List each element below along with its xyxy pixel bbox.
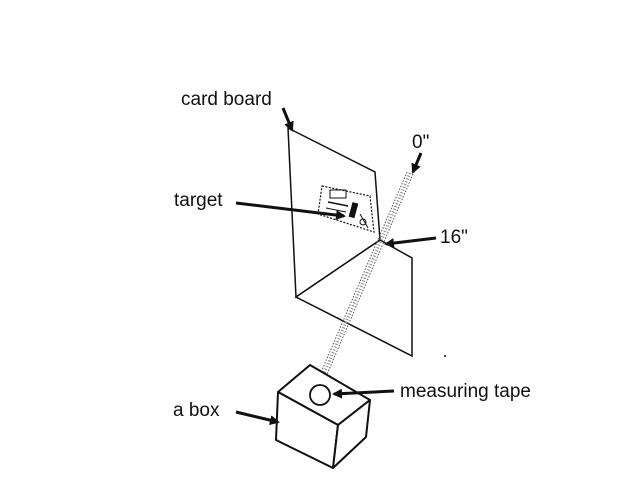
tape-center [317,172,412,386]
cardboard [287,126,413,358]
target-label: target [174,190,223,211]
stray-dot [444,355,446,357]
tape-edge-left [315,171,408,385]
zero-inch-label: 0" [412,132,430,153]
measuring-tape-band [315,171,414,387]
measuring-tape-reel [309,384,331,406]
tape-edge-right [321,173,414,387]
box-label: a box [173,400,220,421]
target-arrow [235,201,346,221]
box [275,364,371,469]
target-card-mark [348,202,359,219]
measuring-tape-label: measuring tape [400,381,531,402]
target-card-tick [359,213,369,229]
cardboard-arrow [281,107,294,132]
leader-arrows [235,107,437,426]
box-right-face [332,399,371,469]
target-card-label-box [329,189,347,199]
target-card-line-1 [327,201,349,207]
box-arrow [235,410,280,426]
cardboard-label: card board [181,89,272,110]
zero-arrow [411,152,423,174]
sixteen-arrow [384,236,437,249]
target-card [317,185,375,233]
target-card-outline [317,185,375,233]
cardboard-lower-panel [294,239,413,358]
tape-arrow [332,388,395,399]
sixteen-inch-label: 16" [440,227,468,248]
